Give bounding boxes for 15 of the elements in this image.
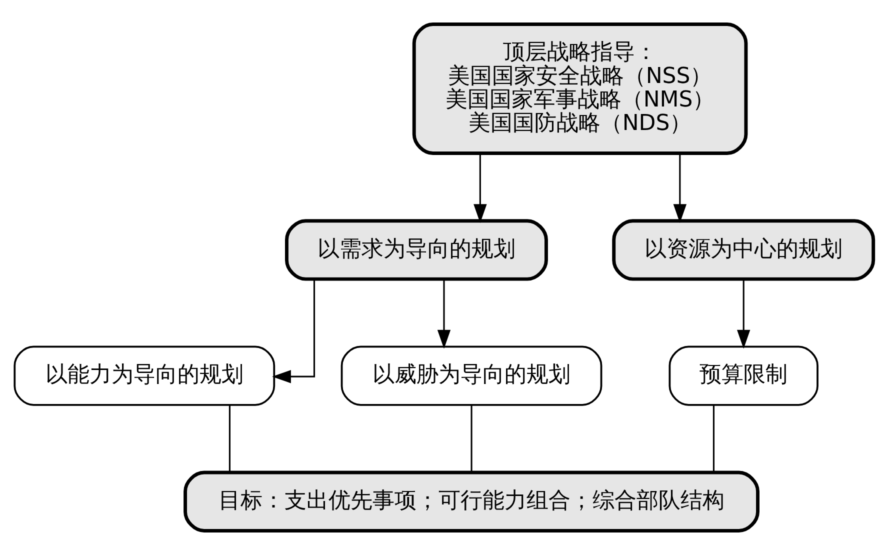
connector — [228, 404, 230, 472]
arrow — [272, 279, 316, 384]
arrow — [474, 153, 487, 224]
arrow — [673, 153, 687, 224]
node-box: 以能力为导向的规划 — [14, 346, 276, 406]
node-box: 目标：支出优先事项；可行能力组合；综合部队结构 — [184, 470, 760, 532]
connector — [470, 404, 472, 472]
node-box: 预算限制 — [668, 346, 818, 406]
arrow — [437, 279, 451, 349]
connector — [712, 404, 715, 472]
node-box: 以威胁为导向的规划 — [340, 346, 602, 406]
node-box: 以需求为导向的规划 — [285, 219, 548, 281]
node-box: 以资源为中心的规划 — [612, 219, 876, 281]
arrow — [737, 279, 750, 349]
node-box: 顶层战略指导： 美国国家安全战略（NSS） 美国国家军事战略（NMS） 美国国防战略（NDS） — [412, 22, 748, 155]
